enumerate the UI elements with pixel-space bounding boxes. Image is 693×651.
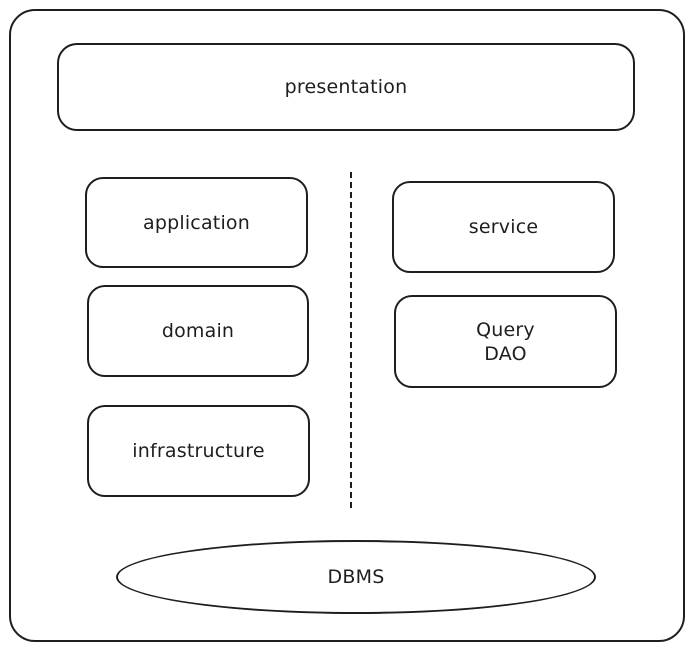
- service-layer-box: service: [392, 181, 615, 273]
- domain-layer-box: domain: [87, 285, 309, 377]
- query-dao-label: Query DAO: [476, 318, 535, 365]
- dbms-label: DBMS: [327, 566, 385, 588]
- infrastructure-label: infrastructure: [132, 440, 265, 462]
- query-dao-box: Query DAO: [394, 295, 617, 388]
- presentation-layer-box: presentation: [57, 43, 635, 131]
- presentation-label: presentation: [284, 76, 408, 98]
- application-label: application: [142, 211, 250, 234]
- dashed-divider: [350, 172, 352, 508]
- domain-label: domain: [161, 320, 235, 342]
- dbms-ellipse: DBMS: [116, 540, 596, 614]
- infrastructure-layer-box: infrastructure: [87, 405, 310, 497]
- architecture-container: [9, 9, 685, 642]
- service-label: service: [468, 216, 539, 238]
- application-layer-box: application: [85, 177, 308, 268]
